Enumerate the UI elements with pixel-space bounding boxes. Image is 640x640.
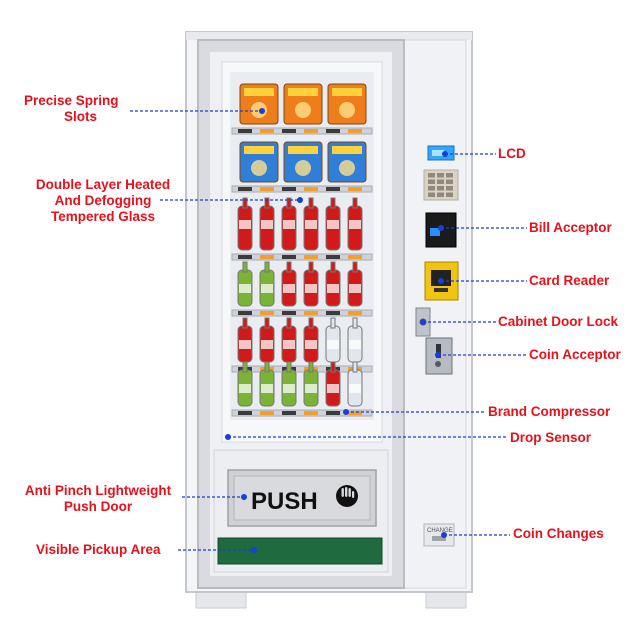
shelf-tray (231, 185, 373, 193)
keypad-key (446, 192, 453, 197)
shelf-tray (231, 253, 373, 261)
hand-icon (336, 485, 358, 507)
keypad-key (428, 173, 435, 178)
callout-compressor: Brand Compressor (488, 404, 611, 419)
callout-coin-acceptor: Coin Acceptor (529, 347, 621, 362)
keypad-key (446, 186, 453, 191)
side-panel (403, 39, 467, 589)
keypad-key (428, 192, 435, 197)
callout-coin-changes: Coin Changes (513, 526, 604, 541)
callout-line: Precise Spring (24, 93, 119, 108)
callout-anti-pinch-door: Anti Pinch Lightweight Push Door (18, 483, 178, 515)
keypad-key (437, 179, 444, 184)
keypad-key (428, 186, 435, 191)
product-shelves (231, 83, 373, 417)
callout-line: Tempered Glass (50, 209, 156, 224)
cabinet-top-edge (186, 32, 472, 40)
push-label: PUSH (251, 488, 318, 515)
callout-bill-acceptor: Bill Acceptor (529, 220, 612, 235)
callout-card-reader: Card Reader (529, 273, 610, 288)
callout-line: And Defogging (54, 193, 152, 208)
callout-line: Double Layer Heated (35, 177, 171, 192)
callout-line: Slots (64, 109, 98, 124)
callout-pickup-area: Visible Pickup Area (36, 542, 161, 557)
keypad-key (446, 173, 453, 178)
pickup-area (217, 537, 383, 565)
callout-line: Anti Pinch Lightweight (24, 483, 172, 498)
coin-changes-plate-text: CHANGE (427, 528, 453, 534)
callout-line: Push Door (63, 499, 133, 514)
shelf-tray (231, 309, 373, 317)
callout-door-lock: Cabinet Door Lock (498, 314, 619, 329)
callout-heated-glass: Double Layer Heated And Defogging Temper… (22, 177, 184, 225)
shelf-tray (231, 409, 373, 417)
keypad-key (437, 173, 444, 178)
keypad-key (437, 186, 444, 191)
shelf-tray (231, 127, 373, 135)
keypad-key (446, 179, 453, 184)
shelf-tray (231, 365, 373, 373)
keypad-key (428, 179, 435, 184)
callout-drop-sensor: Drop Sensor (510, 430, 592, 445)
keypad-key (437, 192, 444, 197)
callout-lcd: LCD (498, 146, 526, 161)
callout-precise-spring-slots: Precise Spring Slots (24, 93, 119, 125)
